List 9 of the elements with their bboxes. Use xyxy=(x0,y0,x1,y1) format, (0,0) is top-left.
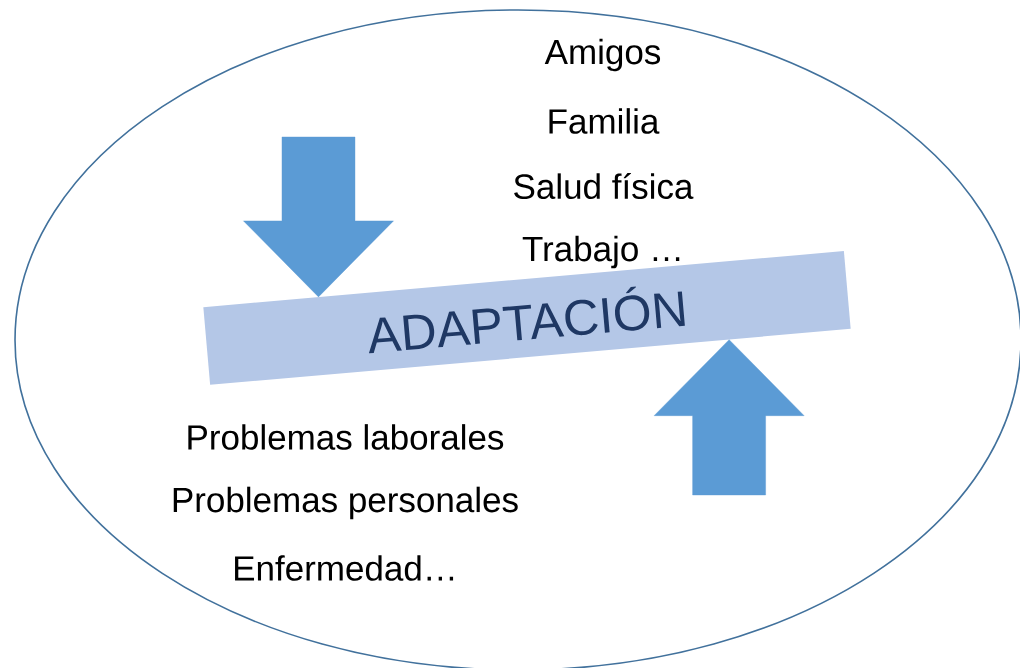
list-item: Amigos xyxy=(544,38,661,72)
list-item: Enfermedad… xyxy=(235,555,454,581)
list-item: Salud física xyxy=(514,172,694,200)
block-arrow xyxy=(243,136,394,298)
list-item: Problemas laborales xyxy=(188,424,504,450)
list-item: Problemas personales xyxy=(173,486,518,520)
ellipse-outline xyxy=(14,9,1020,668)
list-item: Familia xyxy=(549,108,660,134)
block-arrow xyxy=(653,339,805,496)
